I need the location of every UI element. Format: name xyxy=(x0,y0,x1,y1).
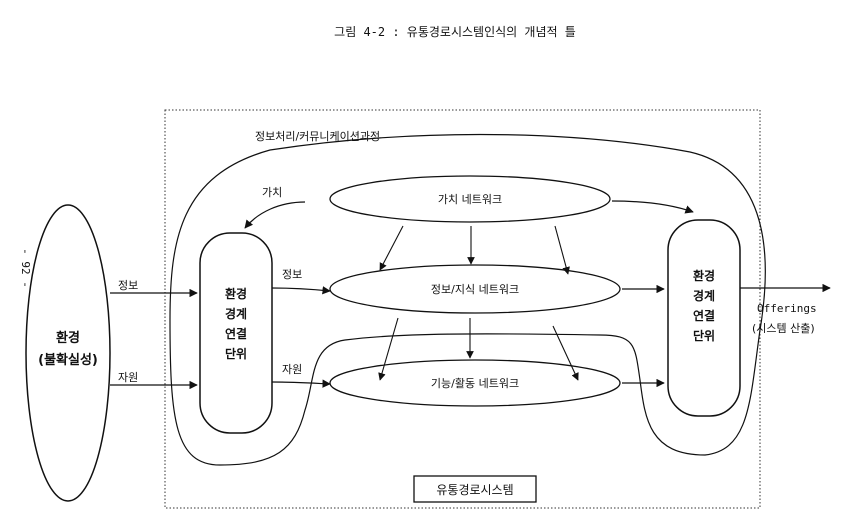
function-network-label: 기능/활동 네트워크 xyxy=(431,376,519,390)
value-to-right-unit-arrow xyxy=(611,200,694,214)
page-number: - 92 - xyxy=(19,248,32,288)
resource-input-label: 자원 xyxy=(118,371,138,384)
environment-ellipse xyxy=(25,204,111,502)
left-boundary-unit xyxy=(199,232,273,434)
offerings-sublabel: (시스템 산출) xyxy=(752,322,815,335)
right-unit-line-2: 경계 xyxy=(693,288,715,303)
value-flow-label: 가치 xyxy=(262,186,282,199)
value-feedback-arrow xyxy=(244,201,306,229)
environment-label: 환경 xyxy=(56,330,80,346)
info-flow-arrow xyxy=(271,286,331,295)
value-network-ellipse xyxy=(329,175,611,223)
value-to-info-arrow-1 xyxy=(379,225,404,271)
right-unit-line-1: 환경 xyxy=(693,268,715,283)
left-unit-line-1: 환경 xyxy=(225,286,247,301)
left-unit-line-4: 단위 xyxy=(225,346,247,361)
environment-sublabel: (불확실성) xyxy=(38,352,98,368)
system-boundary xyxy=(164,109,761,509)
value-network-label: 가치 네트워크 xyxy=(438,193,502,206)
system-label-box xyxy=(413,475,537,503)
system-label: 유통경로시스템 xyxy=(436,483,513,497)
right-unit-line-4: 단위 xyxy=(693,328,715,343)
right-boundary-unit xyxy=(667,219,741,417)
processing-label: 정보처리/커뮤니케이션과정 xyxy=(255,130,380,143)
info-flow-label: 정보 xyxy=(282,268,302,281)
figure-caption: 그림 4-2 : 유통경로시스템인식의 개념적 틀 xyxy=(334,25,576,39)
resource-flow-label: 자원 xyxy=(282,363,302,376)
info-input-label: 정보 xyxy=(118,279,138,292)
value-to-info-arrow-3 xyxy=(554,225,570,275)
info-to-function-arrow-3 xyxy=(552,325,579,381)
resource-flow-arrow xyxy=(271,379,331,388)
offerings-label: Offerings xyxy=(757,302,817,315)
info-network-label: 정보/지식 네트워크 xyxy=(431,283,519,296)
left-unit-line-3: 연결 xyxy=(225,326,247,341)
info-to-function-arrow-1 xyxy=(378,317,399,381)
right-unit-line-3: 연결 xyxy=(693,308,715,323)
left-unit-line-2: 경계 xyxy=(225,306,247,321)
processing-loop-outer xyxy=(169,133,766,466)
